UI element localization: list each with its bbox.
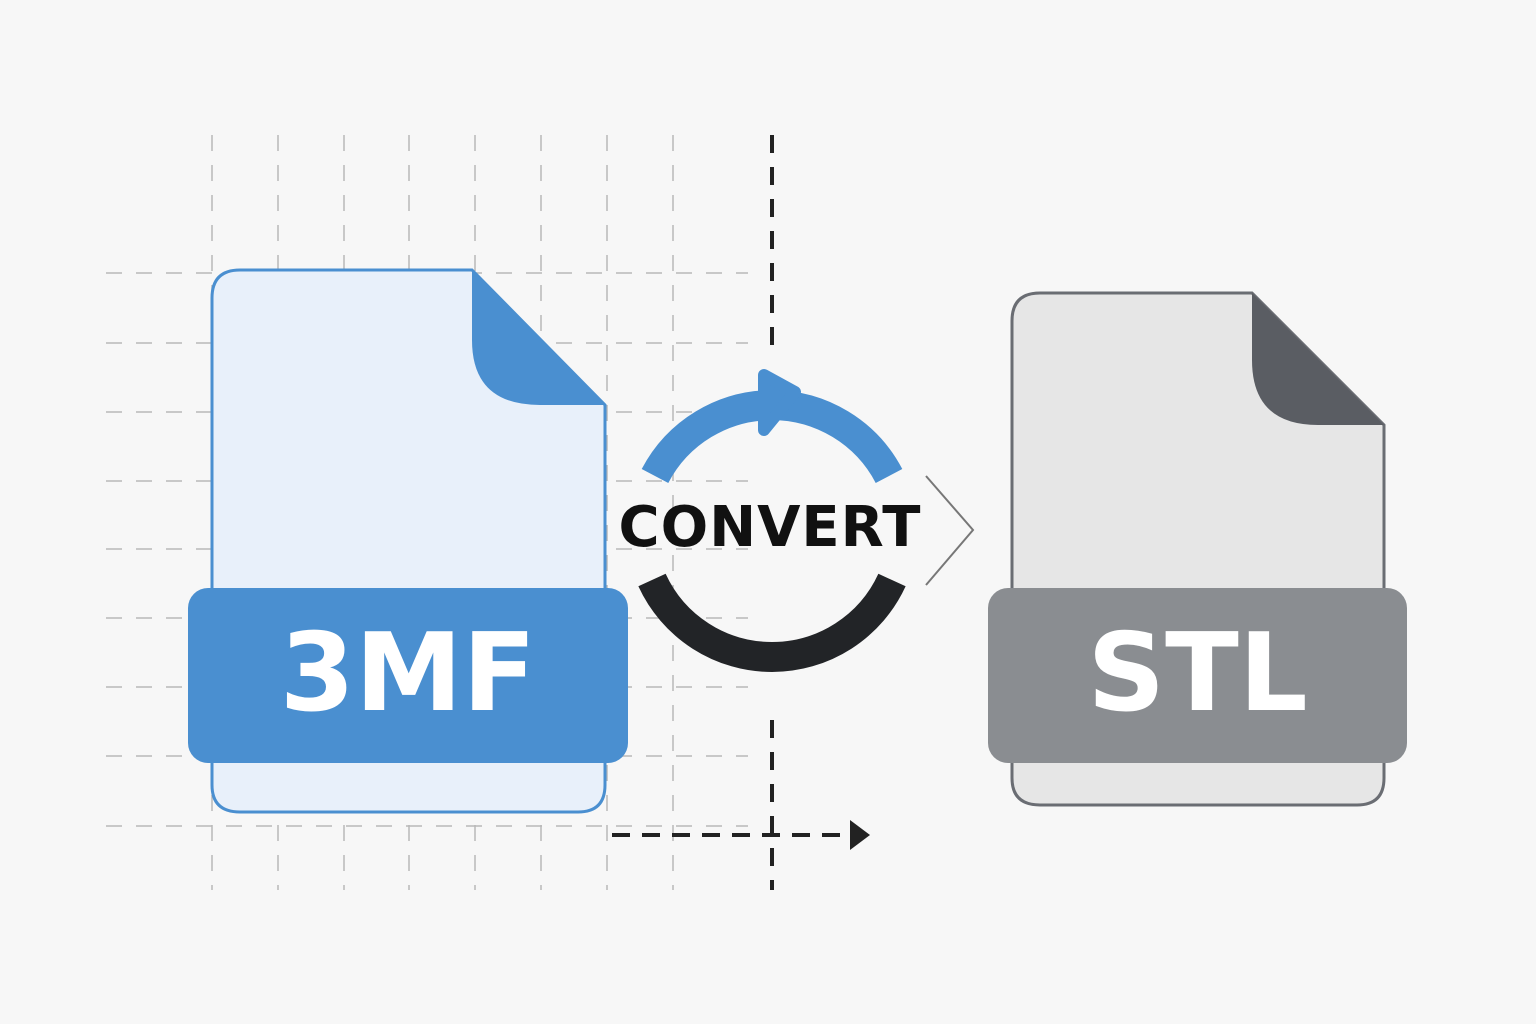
- source-file-icon: [188, 268, 628, 814]
- grid-background: [106, 135, 748, 890]
- convert-label: CONVERT: [618, 495, 922, 560]
- target-format-label: STL: [1087, 611, 1308, 736]
- convert-cycle-icon: [638, 369, 906, 672]
- source-format-label: 3MF: [279, 611, 537, 736]
- target-file-icon: [988, 291, 1407, 807]
- dashed-arrow-icon: [612, 820, 870, 850]
- chevron-right-icon: [925, 475, 975, 586]
